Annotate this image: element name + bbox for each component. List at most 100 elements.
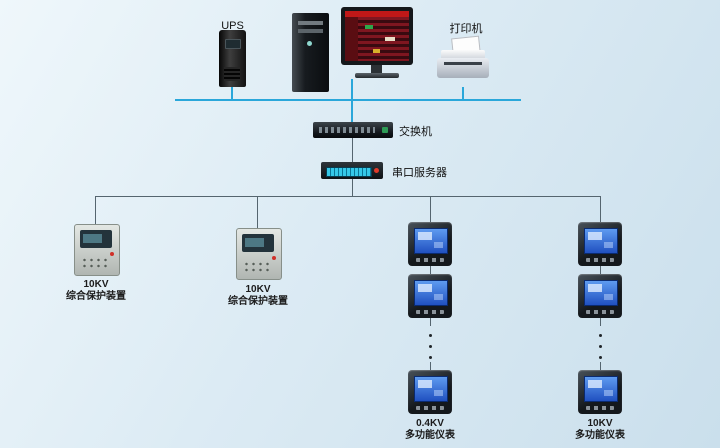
meter-screen	[584, 280, 618, 306]
drop-meter-column-a	[430, 196, 431, 222]
protection-led	[272, 256, 276, 260]
protection-a-name: 综合保护装置	[66, 291, 126, 302]
meter-screen	[414, 280, 448, 306]
meter-screen-glyph	[418, 232, 432, 240]
serial-server-led	[374, 168, 379, 173]
meter-link	[430, 362, 431, 370]
protection-keypad	[81, 257, 111, 270]
ellipsis-dot	[599, 356, 602, 359]
screen-sidebar	[345, 17, 358, 61]
meter-buttons	[416, 310, 444, 314]
meter-device	[578, 274, 622, 318]
meter-screen-glyph	[434, 390, 443, 396]
switch-device	[313, 122, 393, 138]
printer-slot	[444, 62, 482, 65]
connector-serial-bus	[352, 179, 353, 196]
meter-column-a-voltage: 0.4KV	[416, 418, 444, 429]
protection-a-label: 10KV 综合保护装置	[51, 279, 141, 303]
drop-meter-column-b	[600, 196, 601, 222]
meter-screen	[414, 376, 448, 402]
meter-screen-glyph	[418, 380, 432, 388]
meter-screen-glyph	[604, 294, 613, 300]
protection-display	[242, 234, 274, 252]
meter-buttons	[416, 258, 444, 262]
ellipsis-dot	[599, 345, 602, 348]
meter-column-a-name: 多功能仪表	[405, 430, 455, 441]
meter-link	[600, 266, 601, 274]
drive-bay	[298, 29, 323, 33]
meter-column-b-label: 10KV 多功能仪表	[555, 418, 645, 442]
ups-label: UPS	[221, 20, 244, 32]
ups-display	[225, 39, 241, 49]
protection-b-voltage: 10KV	[245, 284, 271, 295]
meter-column-b-voltage: 10KV	[587, 418, 613, 429]
meter-screen-glyph	[604, 390, 613, 396]
meter-screen-glyph	[604, 242, 613, 248]
protection-device-b	[236, 228, 282, 280]
meter-link	[430, 266, 431, 274]
meter-buttons	[586, 406, 614, 410]
monitor	[341, 7, 413, 65]
protection-display-inner	[245, 238, 264, 247]
screen-speck	[385, 37, 395, 41]
printer-label: 打印机	[449, 23, 483, 35]
ellipsis-dot	[429, 345, 432, 348]
switch-label: 交换机	[399, 126, 432, 138]
meter-screen	[584, 376, 618, 402]
ups-device	[219, 30, 246, 87]
meter-screen-glyph	[588, 232, 602, 240]
connector-printer	[462, 87, 464, 99]
serial-server-device	[321, 162, 383, 179]
trunk-line	[175, 99, 521, 101]
meter-device	[408, 370, 452, 414]
protection-a-voltage: 10KV	[83, 279, 109, 290]
meter-link	[600, 318, 601, 326]
meter-screen-glyph	[434, 242, 443, 248]
connector-ups	[231, 87, 233, 99]
screen-speck	[365, 25, 373, 29]
switch-led	[382, 127, 388, 133]
protection-device-a	[74, 224, 120, 276]
monitor-base	[355, 73, 399, 78]
serial-server-ports	[326, 167, 372, 177]
meter-link	[430, 318, 431, 326]
ellipsis-dot	[429, 356, 432, 359]
switch-ports	[319, 127, 375, 133]
ups-vent	[224, 67, 240, 81]
monitor-neck	[371, 65, 382, 73]
connector-computer-switch	[351, 101, 353, 122]
printer-device	[437, 58, 489, 78]
power-button-icon	[307, 41, 312, 46]
monitor-screen	[345, 11, 409, 61]
meter-device	[578, 370, 622, 414]
printer-top	[441, 50, 485, 60]
meter-buttons	[416, 406, 444, 410]
meter-screen	[414, 228, 448, 254]
meter-screen	[584, 228, 618, 254]
protection-led	[110, 252, 114, 256]
meter-buttons	[586, 310, 614, 314]
meter-column-a-label: 0.4KV 多功能仪表	[385, 418, 475, 442]
meter-device	[408, 222, 452, 266]
meter-screen-glyph	[418, 284, 432, 292]
protection-keypad	[243, 261, 273, 274]
computer-tower	[292, 13, 329, 92]
drop-protection-b	[257, 196, 258, 228]
screen-titlebar	[345, 11, 409, 17]
serial-server-label: 串口服务器	[392, 167, 447, 179]
protection-display	[80, 230, 112, 248]
meter-device	[408, 274, 452, 318]
connector-computer-top	[351, 79, 353, 99]
ellipsis-dot	[599, 334, 602, 337]
connector-switch-serial	[352, 138, 353, 162]
meter-link	[600, 362, 601, 370]
protection-b-name: 综合保护装置	[228, 296, 288, 307]
meter-screen-glyph	[434, 294, 443, 300]
drop-protection-a	[95, 196, 96, 224]
protection-display-inner	[83, 234, 102, 243]
meter-buttons	[586, 258, 614, 262]
field-bus-line	[95, 196, 601, 197]
drive-bay	[298, 21, 323, 25]
meter-column-b-name: 多功能仪表	[575, 430, 625, 441]
meter-screen-glyph	[588, 380, 602, 388]
